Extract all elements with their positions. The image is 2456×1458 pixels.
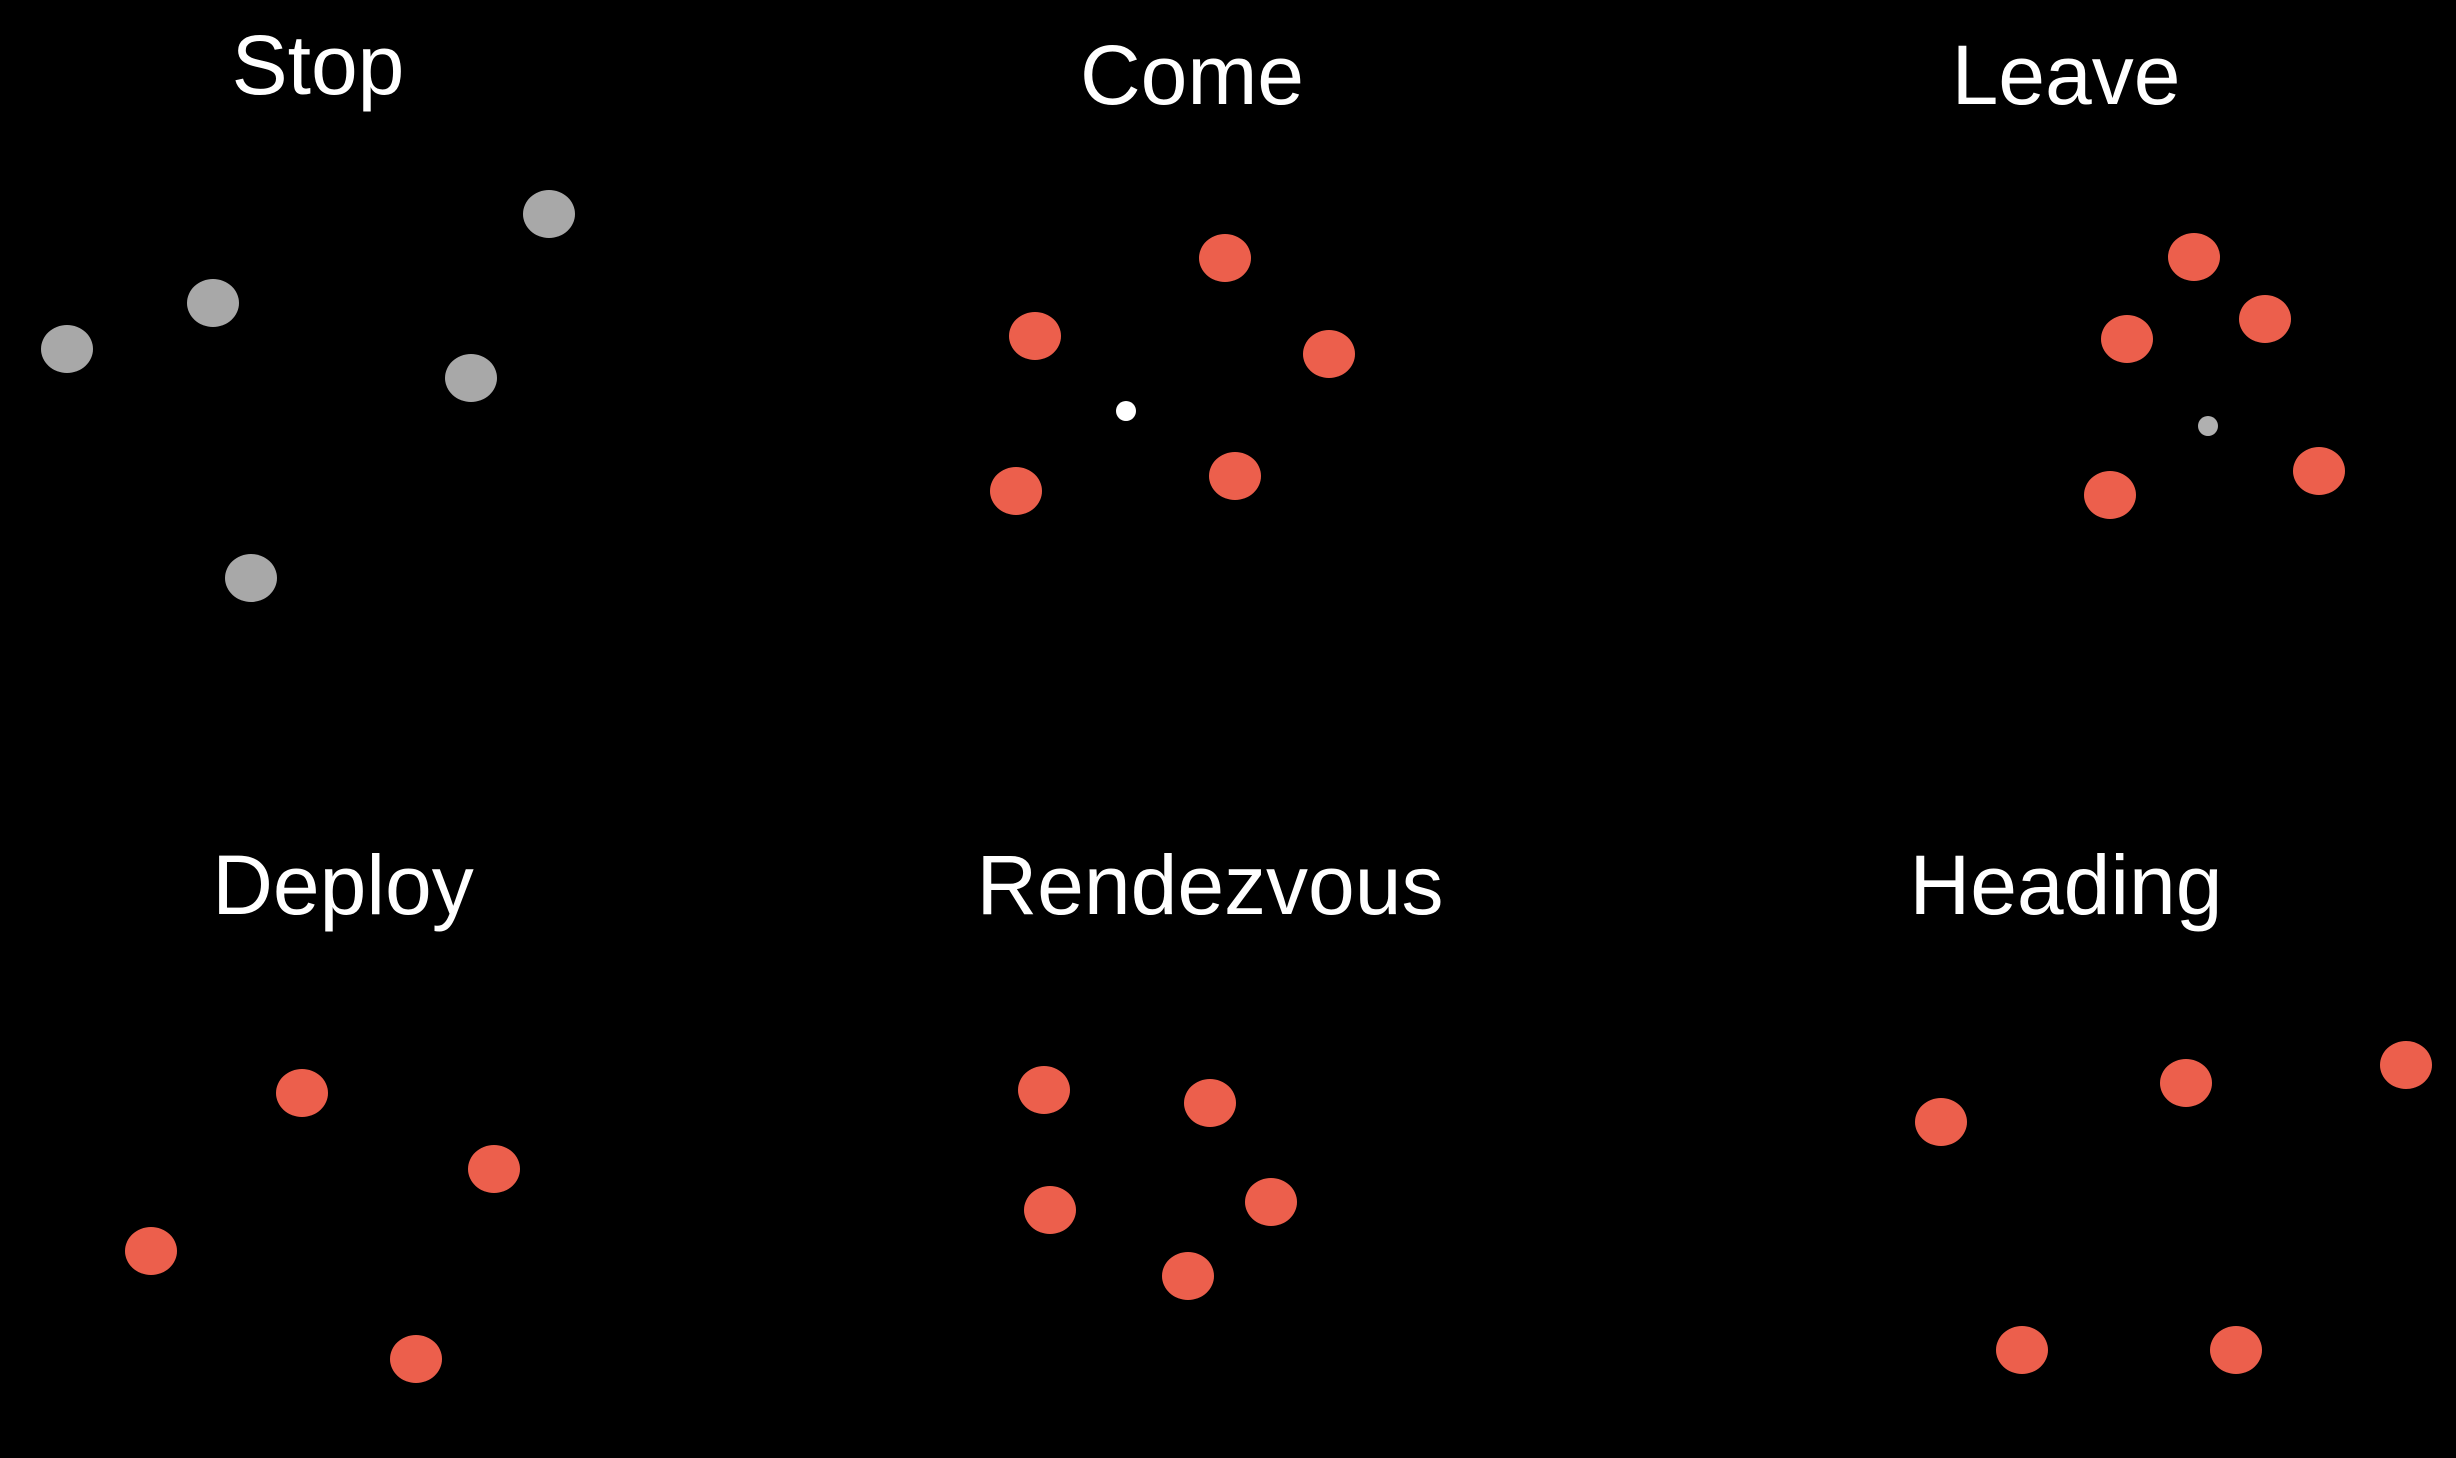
panel-heading: [1915, 1041, 2432, 1374]
panel-leave: [2084, 233, 2345, 519]
agent-dot: [1184, 1079, 1236, 1127]
agent-dot: [225, 554, 277, 602]
panel-come: [990, 234, 1355, 515]
agent-dot: [1209, 452, 1261, 500]
agent-dot: [523, 190, 575, 238]
agent-dot: [2101, 315, 2153, 363]
agent-dot: [1199, 234, 1251, 282]
agent-dot: [1024, 1186, 1076, 1234]
panel-title-come: Come: [1080, 28, 1304, 122]
agent-dot: [1018, 1066, 1070, 1114]
target-marker: [1116, 401, 1136, 421]
agent-dot: [1915, 1098, 1967, 1146]
agent-dot: [2239, 295, 2291, 343]
agent-dot: [1162, 1252, 1214, 1300]
agent-dot: [2293, 447, 2345, 495]
panel-title-leave: Leave: [1952, 28, 2181, 122]
agent-dot: [390, 1335, 442, 1383]
agent-dot: [1303, 330, 1355, 378]
panel-stop: [41, 190, 575, 602]
agent-dot: [2160, 1059, 2212, 1107]
agent-dot: [990, 467, 1042, 515]
agent-dot: [1245, 1178, 1297, 1226]
agent-dot: [468, 1145, 520, 1193]
agent-dot: [2084, 471, 2136, 519]
agent-dot: [125, 1227, 177, 1275]
agent-dot: [187, 279, 239, 327]
target-marker: [2198, 416, 2218, 436]
panel-title-deploy: Deploy: [212, 838, 473, 932]
agent-dot: [2380, 1041, 2432, 1089]
agent-dot: [276, 1069, 328, 1117]
panel-title-stop: Stop: [232, 18, 405, 112]
agent-dot: [1009, 312, 1061, 360]
agent-dot: [2210, 1326, 2262, 1374]
agent-dot: [1996, 1326, 2048, 1374]
panel-title-heading: Heading: [1910, 838, 2223, 932]
agent-dot: [445, 354, 497, 402]
panel-rendezvous: [1018, 1066, 1297, 1300]
panel-title-rendezvous: Rendezvous: [977, 838, 1444, 932]
agent-dot: [41, 325, 93, 373]
agent-dot: [2168, 233, 2220, 281]
panel-deploy: [125, 1069, 520, 1383]
